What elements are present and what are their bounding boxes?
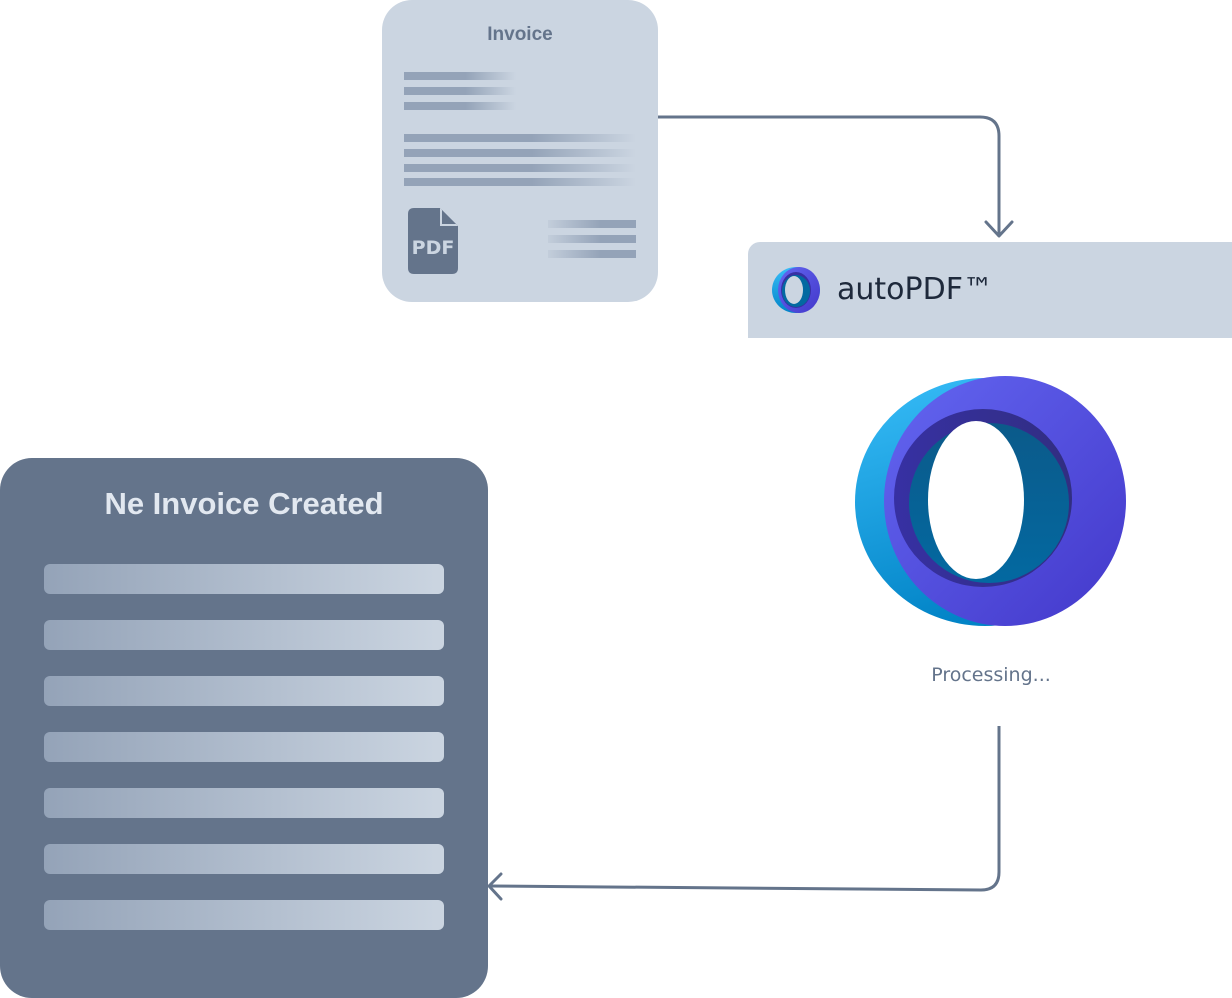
invoice-field-row bbox=[44, 620, 444, 650]
invoice-text-line bbox=[548, 235, 636, 243]
invoice-text-line bbox=[548, 220, 636, 228]
processing-to-new-invoice-arrow bbox=[489, 726, 1001, 892]
invoice-to-autopdf-arrow bbox=[658, 115, 1001, 236]
invoice-card: Invoice PDF bbox=[382, 0, 658, 302]
processing-ring-icon bbox=[855, 376, 1126, 626]
invoice-text-line bbox=[404, 149, 636, 157]
invoice-text-line bbox=[404, 164, 636, 172]
pdf-file-icon: PDF bbox=[408, 208, 458, 274]
invoice-field-row bbox=[44, 564, 444, 594]
invoice-field-row bbox=[44, 788, 444, 818]
invoice-text-line bbox=[404, 102, 516, 110]
invoice-field-row bbox=[44, 676, 444, 706]
processing-status: Processing... bbox=[931, 664, 1051, 686]
invoice-to-autopdf-arrowhead bbox=[984, 220, 1014, 238]
autopdf-product-name: autoPDF™ bbox=[837, 272, 993, 307]
invoice-text-line bbox=[404, 72, 516, 80]
processing-to-new-invoice-arrowhead bbox=[487, 872, 503, 901]
pdf-icon-label: PDF bbox=[412, 237, 455, 259]
invoice-field-row bbox=[44, 732, 444, 762]
autopdf-header: autoPDF™ bbox=[748, 242, 1232, 338]
new-invoice-card: Ne Invoice Created bbox=[0, 458, 488, 998]
new-invoice-title: Ne Invoice Created bbox=[104, 486, 384, 521]
invoice-title: Invoice bbox=[487, 24, 553, 45]
invoice-field-row bbox=[44, 900, 444, 930]
autopdf-logo-icon bbox=[772, 267, 820, 313]
invoice-text-line bbox=[404, 178, 636, 186]
invoice-field-row bbox=[44, 844, 444, 874]
invoice-text-line bbox=[404, 87, 516, 95]
invoice-text-line bbox=[404, 134, 636, 142]
invoice-text-line bbox=[548, 250, 636, 258]
